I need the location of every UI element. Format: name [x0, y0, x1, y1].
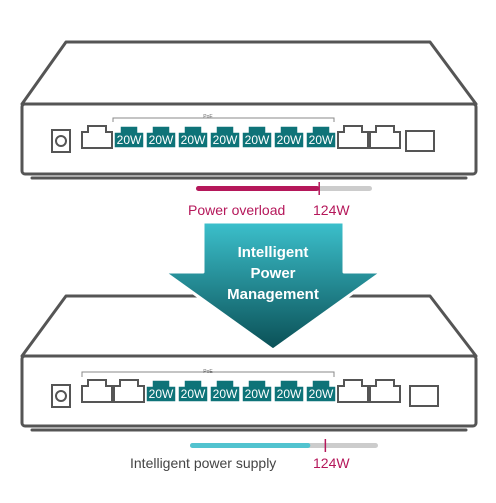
top-switch: PoE 20W 20W 20W 20W 20W 20W 20W	[20, 40, 478, 180]
top-sfp-slot	[405, 130, 435, 152]
arrow-shape	[162, 220, 384, 352]
top-bar-fill	[196, 186, 320, 191]
top-power-bar	[196, 182, 372, 195]
bottom-port: 20W	[273, 379, 305, 403]
top-power-jack	[51, 129, 71, 153]
top-port: 20W	[209, 125, 241, 149]
bottom-poe-bracket	[81, 371, 335, 377]
bottom-sfp-slot	[409, 385, 439, 407]
bottom-power-bar	[190, 439, 378, 452]
bottom-port-row: 20W 20W 20W 20W 20W 20W	[81, 379, 401, 403]
bottom-port: 20W	[305, 379, 337, 403]
bottom-port-shape	[113, 379, 145, 403]
top-port-shape	[337, 125, 369, 149]
bottom-port: 20W	[241, 379, 273, 403]
arrow-text-line3: Management	[227, 286, 319, 303]
management-arrow: Intelligent Power Management	[162, 220, 384, 352]
arrow-text-line2: Power	[250, 265, 295, 282]
bottom-switch: PoE 20W 20W 20W 20W 20W 20W	[20, 294, 478, 432]
bottom-port-shape	[209, 379, 241, 403]
bottom-bar-label: Intelligent power supply	[130, 455, 276, 471]
bottom-port-label: 20W	[149, 387, 174, 401]
bottom-port-shape	[81, 379, 113, 403]
top-port	[369, 125, 401, 149]
bottom-port	[81, 379, 113, 403]
top-port-shape	[209, 125, 241, 149]
arrow-text-line1: Intelligent	[238, 244, 309, 261]
top-poe-bracket	[112, 117, 335, 122]
bottom-port: 20W	[145, 379, 177, 403]
top-port-shape	[177, 125, 209, 149]
bottom-port-shape	[241, 379, 273, 403]
top-port: 20W	[273, 125, 305, 149]
bottom-port-shape	[177, 379, 209, 403]
top-port	[337, 125, 369, 149]
bottom-port-shape	[273, 379, 305, 403]
top-port	[81, 125, 113, 149]
bottom-port: 20W	[209, 379, 241, 403]
top-port-shape	[241, 125, 273, 149]
top-port-row: 20W 20W 20W 20W 20W 20W 20W	[81, 125, 401, 149]
top-port-shape	[145, 125, 177, 149]
bottom-power-jack-hole	[55, 390, 67, 402]
bottom-poe-label: PoE	[203, 369, 213, 375]
bottom-port	[369, 379, 401, 403]
top-port-label: 20W	[117, 133, 142, 147]
top-port: 20W	[113, 125, 145, 149]
top-bar-label: Power overload	[188, 202, 285, 218]
top-port: 20W	[177, 125, 209, 149]
bottom-port-label: 20W	[213, 387, 238, 401]
bottom-power-jack	[51, 384, 71, 408]
bottom-port-shape	[305, 379, 337, 403]
bottom-port-shape	[145, 379, 177, 403]
top-port-shape	[369, 125, 401, 149]
top-port-label: 20W	[149, 133, 174, 147]
bottom-bar-value: 124W	[313, 455, 350, 471]
bottom-port-label: 20W	[277, 387, 302, 401]
bottom-port-label: 20W	[181, 387, 206, 401]
bottom-port	[113, 379, 145, 403]
bottom-bar-fill	[190, 443, 311, 448]
top-port: 20W	[241, 125, 273, 149]
bottom-port	[337, 379, 369, 403]
top-port-label: 20W	[245, 133, 270, 147]
top-port-shape	[81, 125, 113, 149]
top-port-label: 20W	[277, 133, 302, 147]
top-bar-value: 124W	[313, 202, 350, 218]
bottom-port-shape	[337, 379, 369, 403]
top-port-label: 20W	[309, 133, 334, 147]
bottom-port-label: 20W	[245, 387, 270, 401]
bottom-port-shape	[369, 379, 401, 403]
top-power-jack-hole	[55, 135, 67, 147]
top-port-shape	[305, 125, 337, 149]
top-port-shape	[113, 125, 145, 149]
top-port: 20W	[305, 125, 337, 149]
top-port: 20W	[145, 125, 177, 149]
top-port-label: 20W	[181, 133, 206, 147]
top-port-label: 20W	[213, 133, 238, 147]
top-poe-label: PoE	[203, 114, 213, 120]
bottom-port: 20W	[177, 379, 209, 403]
top-switch-top-face	[20, 40, 478, 106]
top-port-shape	[273, 125, 305, 149]
bottom-port-label: 20W	[309, 387, 334, 401]
